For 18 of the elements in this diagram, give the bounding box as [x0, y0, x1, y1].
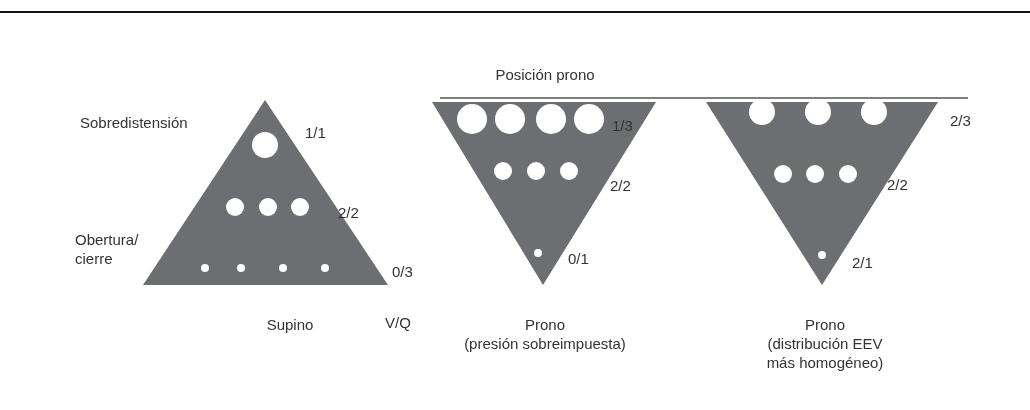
caption: Prono: [524, 315, 566, 334]
ratio-label: 1/3: [612, 116, 633, 135]
zone-label: Sobredistensión: [80, 113, 188, 132]
ratio-label: 2/2: [338, 203, 359, 222]
caption: (presión sobreimpuesta): [463, 334, 627, 353]
heading: Posición prono: [494, 65, 596, 84]
caption: (distribución EEV más homogéneo): [765, 334, 885, 372]
ratio-label: 0/3: [392, 262, 413, 281]
caption: Prono: [804, 315, 846, 334]
ratio-label: 2/2: [610, 176, 631, 195]
ratio-label: 1/1: [305, 123, 326, 142]
ratio-label: 0/1: [568, 249, 589, 268]
caption: Supino: [265, 315, 315, 334]
ratio-label: 2/1: [852, 253, 873, 272]
axis-label: V/Q: [385, 313, 411, 332]
ratio-label: 2/2: [887, 175, 908, 194]
ratio-label: 2/3: [950, 111, 971, 130]
zone-label: Obertura/ cierre: [75, 230, 140, 268]
